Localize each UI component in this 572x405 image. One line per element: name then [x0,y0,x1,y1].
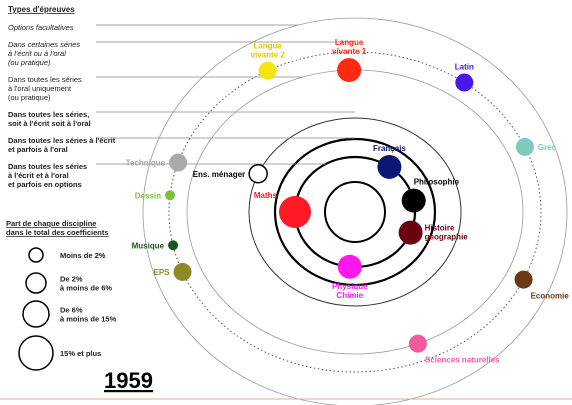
discipline-node [165,190,176,201]
ring-fifth [273,137,437,287]
size-legend-label: De 2% [60,275,83,284]
discipline-label: géographie [425,233,469,242]
legend-type-line: Dans toutes les séries à l'écrit [8,136,116,145]
legend-type-line: Dans toutes les séries, [8,110,89,119]
discipline-node [514,270,533,289]
discipline-node [337,58,362,83]
size-legend-label: à moins de 6% [60,284,112,293]
discipline-label: vivante 1 [332,47,367,56]
legend-type-entry: Options facultatives [8,23,74,32]
legend-type-line: Dans toutes les séries [8,75,82,84]
size-legend-title: Part de chaque discipline [6,219,96,228]
legend-type-line: Dans toutes les séries [8,162,87,171]
legend-type-entry: Dans toutes les séries,soit à l'écrit so… [8,110,91,128]
discipline-label: EPS [154,268,171,277]
discipline-label: Technique [126,159,166,168]
discipline-label: Sciences naturelles [425,356,500,365]
legend-type-line: (ou pratique) [8,58,51,67]
discipline-node [248,164,268,184]
discipline-label: Ens. ménager [193,170,245,179]
discipline-node [258,61,277,80]
legend-type-line: (ou pratique) [8,93,51,102]
size-legend-circle [25,272,47,294]
discipline-nodes [165,58,534,353]
discipline-node [168,240,179,251]
discipline-label: Economie [531,292,570,301]
size-legend-circle [18,335,54,371]
ring-outer [142,17,568,405]
discipline-node [169,153,188,172]
discipline-node [377,154,402,179]
discipline-node [398,220,423,245]
discipline-label: Grec [538,143,557,152]
legend-leader-lines [96,24,355,165]
size-legend-title: dans le total des coefficients [6,228,109,237]
discipline-label: Maths [254,191,278,200]
ring-third [186,69,524,355]
discipline-label: Chimie [336,291,363,300]
discipline-node [455,73,474,92]
discipline-node [337,254,362,279]
discipline-label: Musique [132,241,165,250]
legend-type-line: Dans certaines séries [8,40,80,49]
legend-type-line: à l'écrit et à l'oral [8,171,69,180]
discipline-node [401,188,426,213]
legend-type-line: Options facultatives [8,23,74,32]
size-legend-circle [28,247,44,263]
size-legend-label: à moins de 15% [60,315,117,324]
discipline-node [173,262,192,281]
discipline-label: Langue [335,38,364,47]
discipline-node [279,196,311,228]
size-legend-circle [22,300,50,328]
ring-dotted [168,51,542,373]
discipline-label: Histoire [425,224,455,233]
year-label: 1959 [104,368,153,393]
discipline-node [515,137,534,156]
size-legend-label: Moins de 2% [60,251,106,260]
legend: Types d'épreuves Options facultativesDan… [6,5,117,371]
ring-fourth [248,117,462,307]
discipline-label: Philosophie [414,178,460,187]
legend-type-line: à l'oral uniquement [8,84,72,93]
discipline-label: Dessin [135,191,161,200]
discipline-label: Physique [332,282,368,291]
discipline-label: Langue [253,42,282,51]
legend-type-line: à l'écrit ou à l'oral [8,49,66,58]
discipline-label: Latin [455,63,474,72]
size-legend-label: De 6% [60,306,83,315]
discipline-label: Français [373,144,406,153]
legend-type-line: et parfois à l'oral [8,145,68,154]
ring-core [324,181,386,243]
legend-title: Types d'épreuves [8,5,75,14]
discipline-node [408,334,427,353]
discipline-label: vivante 2 [251,51,286,60]
legend-type-line: et parfois en options [8,180,82,189]
legend-type-line: soit à l'écrit soit à l'oral [8,119,91,128]
size-legend-label: 15% et plus [60,349,101,358]
